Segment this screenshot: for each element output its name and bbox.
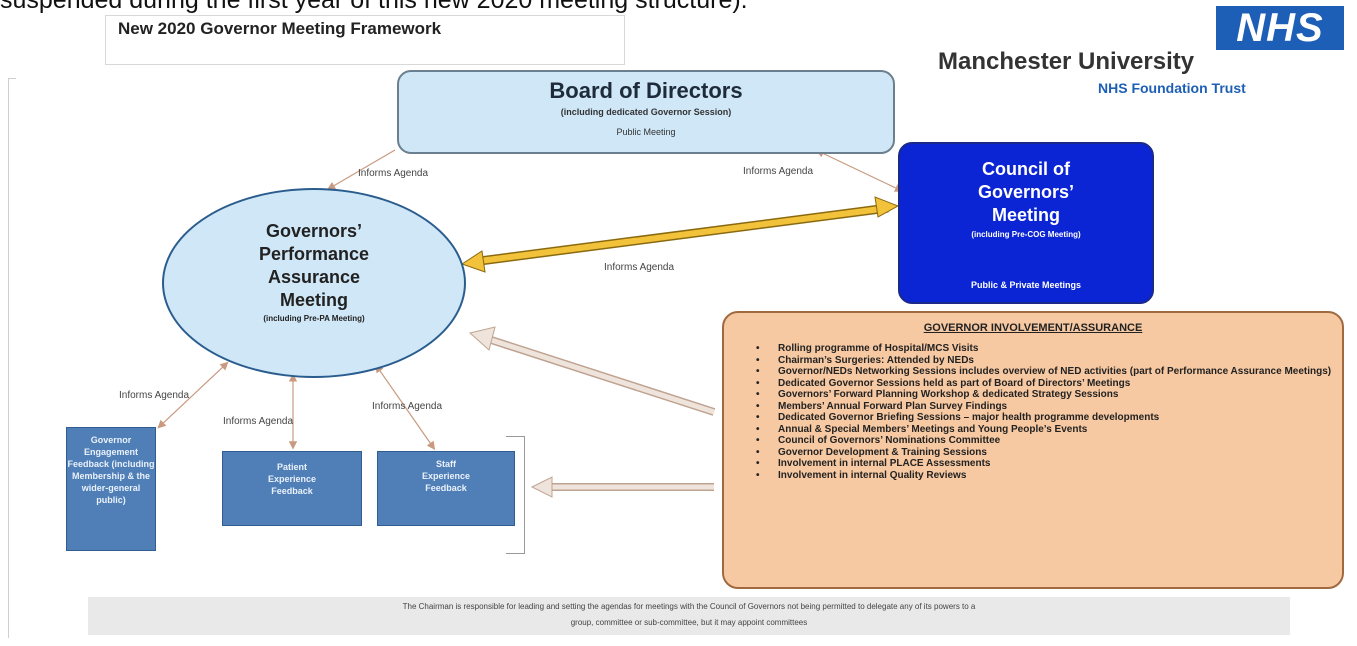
gpam-title-line2: Performance	[258, 244, 370, 264]
governor-engagement-feedback-box: Governor Engagement Feedback (including …	[66, 427, 156, 551]
board-of-directors-box: Board of Directors (including dedicated …	[397, 70, 895, 154]
governor-involvement-box: GOVERNOR INVOLVEMENT/ASSURANCE Rolling p…	[722, 311, 1344, 589]
involvement-to-gpam-arrowhead	[468, 326, 496, 351]
gpam-subtitle: (including Pre-PA Meeting)	[263, 314, 365, 323]
involvement-item: Involvement in internal PLACE Assessment…	[756, 458, 1342, 470]
footer-note: The Chairman is responsible for leading …	[88, 597, 1290, 635]
gpam-title-line1: Governors’	[265, 221, 363, 241]
left-divider-tick	[8, 78, 16, 79]
involvement-title: GOVERNOR INVOLVEMENT/ASSURANCE	[923, 322, 1143, 334]
involvement-item: Chairman’s Surgeries: Attended by NEDs	[756, 355, 1342, 367]
board-meeting-type: Public Meeting	[616, 127, 676, 137]
involvement-item: Annual & Special Members’ Meetings and Y…	[756, 424, 1342, 436]
nhs-logo-badge: NHS	[1216, 6, 1344, 50]
involvement-item: Governor/NEDs Networking Sessions includ…	[756, 366, 1342, 378]
gpam-title: Governors’ Performance Assurance Meeting	[164, 220, 464, 312]
involvement-item: Governor Development & Training Sessions	[756, 447, 1342, 459]
org-subtitle: NHS Foundation Trust	[1098, 80, 1246, 96]
gpam-council-thick-arrow-fill	[471, 205, 889, 265]
gpam-title-line4: Meeting	[279, 290, 348, 310]
informs-agenda-label-gpam-council: Informs Agenda	[604, 262, 675, 273]
informs-agenda-label-patient: Informs Agenda	[223, 416, 294, 427]
gpam-council-arrowhead-left	[460, 250, 486, 273]
feedback-bracket	[506, 436, 525, 554]
gpam-ellipse: Governors’ Performance Assurance Meeting…	[162, 188, 466, 378]
engagement-gpam-arrow	[157, 361, 229, 429]
council-of-governors-box: Council of Governors’ Meeting (including…	[898, 142, 1154, 304]
involvement-item: Members’ Annual Forward Plan Survey Find…	[756, 401, 1342, 413]
council-title-line2: Governors’	[977, 182, 1075, 202]
involvement-item: Involvement in internal Quality Reviews	[756, 470, 1342, 482]
gpam-council-arrowhead-right	[874, 196, 900, 218]
board-title: Board of Directors	[549, 78, 743, 103]
involvement-item: Dedicated Governor Sessions held as part…	[756, 378, 1342, 390]
gpam-title-line3: Assurance	[267, 267, 361, 287]
board-council-arrow	[815, 149, 904, 192]
involvement-item: Rolling programme of Hospital/MCS Visits	[756, 343, 1342, 355]
framework-title: New 2020 Governor Meeting Framework	[118, 19, 442, 38]
staff-experience-feedback-box: Staff Experience Feedback	[377, 451, 515, 526]
footer-line2: group, committee or sub-committee, but i…	[570, 618, 808, 627]
council-title: Council of Governors’ Meeting	[900, 158, 1152, 227]
involvement-list: Rolling programme of Hospital/MCS Visits…	[724, 343, 1342, 481]
staff-gpam-arrow	[375, 364, 436, 450]
informs-agenda-label-board-council: Informs Agenda	[743, 166, 814, 177]
council-meeting-type: Public & Private Meetings	[970, 280, 1082, 290]
left-divider	[8, 78, 9, 638]
council-subtitle: (including Pre-COG Meeting)	[971, 230, 1081, 239]
informs-agenda-label-staff: Informs Agenda	[372, 401, 443, 412]
framework-title-box	[105, 15, 625, 65]
footer-line1: The Chairman is responsible for leading …	[402, 602, 976, 611]
informs-agenda-label-board-gpam: Informs Agenda	[358, 168, 429, 179]
involvement-item: Governors’ Forward Planning Workshop & d…	[756, 389, 1342, 401]
informs-agenda-label-engagement: Informs Agenda	[119, 390, 190, 401]
involvement-item: Council of Governors’ Nominations Commit…	[756, 435, 1342, 447]
involvement-item: Dedicated Governor Briefing Sessions – m…	[756, 412, 1342, 424]
board-subtitle: (including dedicated Governor Session)	[560, 107, 732, 117]
involvement-to-bracket-arrowhead	[530, 476, 553, 498]
involvement-to-gpam-arrow-fill	[484, 335, 715, 415]
patient-experience-feedback-box: Patient Experience Feedback	[222, 451, 362, 526]
council-title-line1: Council of	[982, 159, 1070, 179]
cropped-header-text: suspended during the first year of this …	[0, 0, 748, 14]
org-name: Manchester University	[938, 48, 1195, 75]
board-to-gpam-arrow	[326, 149, 396, 190]
council-title-line3: Meeting	[991, 205, 1060, 225]
